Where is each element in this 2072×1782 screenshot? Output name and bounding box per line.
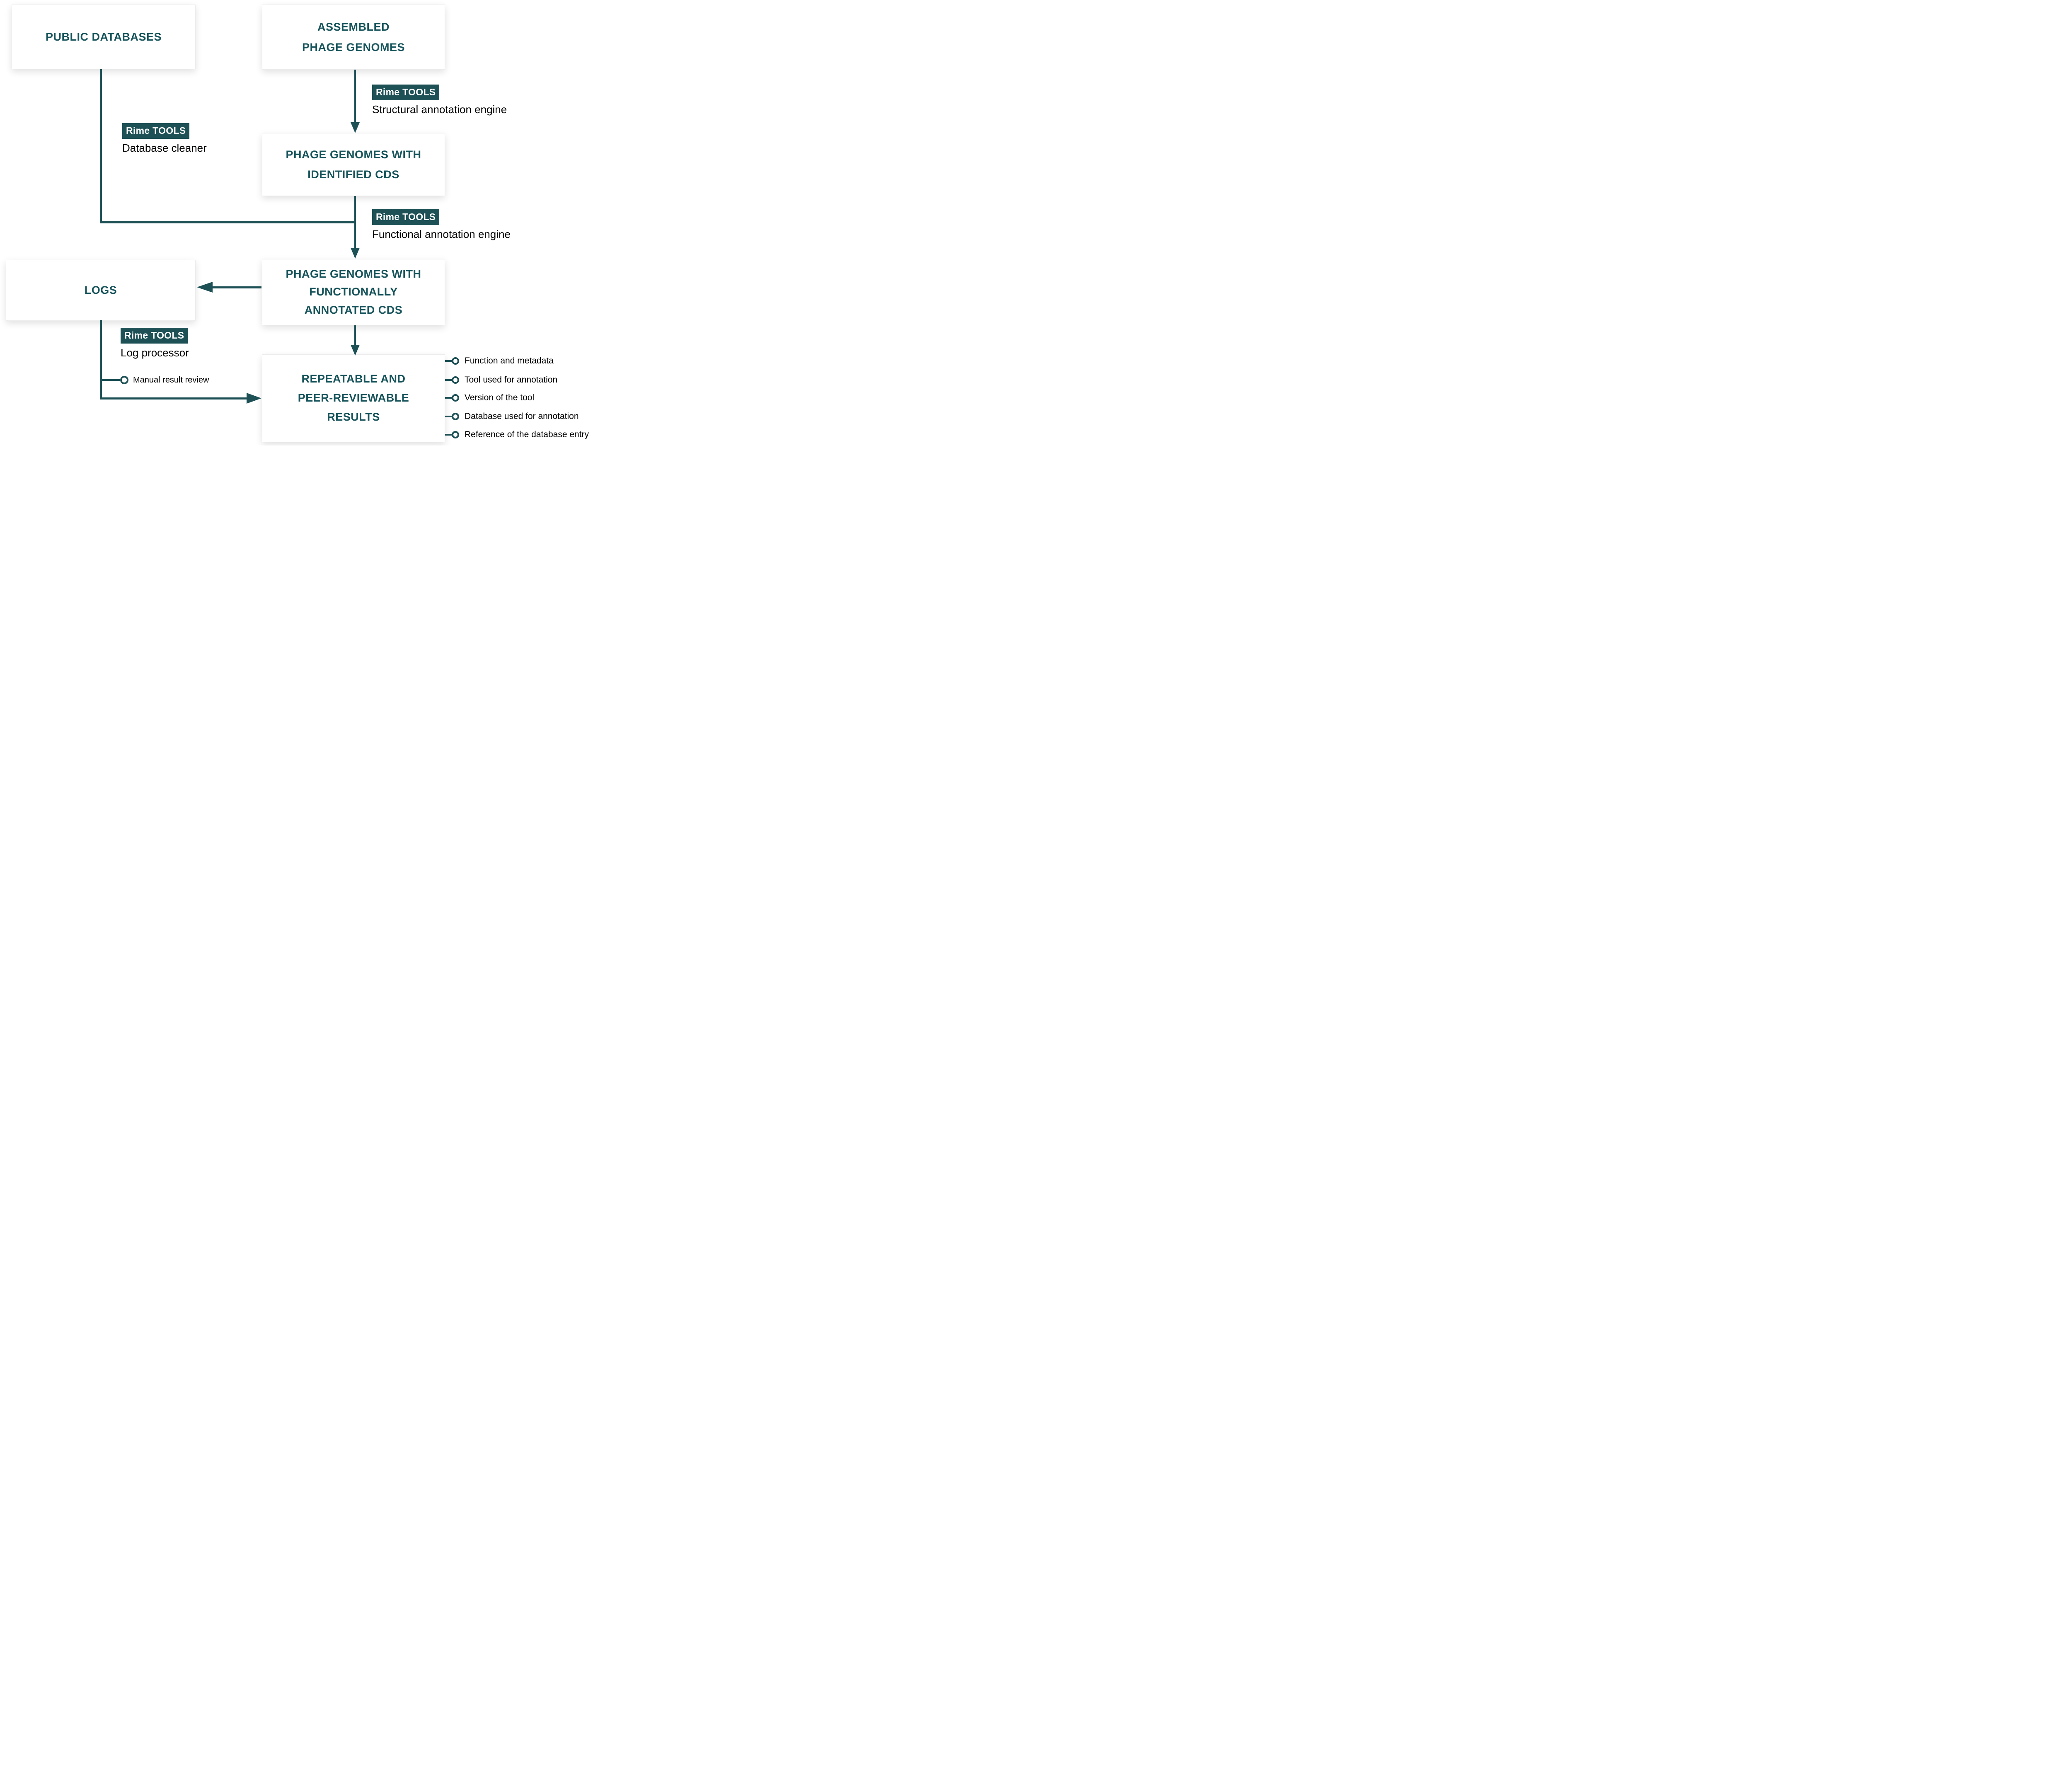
output-stub-line [445, 416, 452, 417]
box-public-databases-title: PUBLIC DATABASES [45, 30, 162, 43]
box-identified-title-line1: PHAGE GENOMES WITH [286, 148, 421, 161]
manual-result-review-row: Manual result review [101, 375, 209, 385]
output-stub-line [445, 379, 452, 381]
arrowhead-into-results [351, 345, 360, 356]
connector-functional-to-logs [213, 286, 261, 288]
connector-public-horizontal [100, 221, 356, 223]
connector-identified-to-functional [354, 196, 356, 248]
output-stub-line [445, 397, 452, 399]
arrowhead-into-results-left [247, 393, 261, 404]
box-assembled-phage-genomes: ASSEMBLED PHAGE GENOMES [262, 5, 445, 70]
connector-logs-down [100, 320, 102, 399]
output-label: Reference of the database entry [465, 430, 589, 439]
box-functional-title-line2: FUNCTIONALLY [309, 286, 398, 298]
manual-review-circle-icon [120, 376, 128, 384]
manual-review-label: Manual result review [133, 375, 209, 385]
box-repeatable-results: REPEATABLE AND PEER-REVIEWABLE RESULTS [262, 354, 445, 442]
manual-review-stub-line [101, 379, 120, 381]
arrowhead-into-logs [197, 282, 213, 293]
box-results-title-line3: RESULTS [327, 410, 380, 423]
label-log-processor: Log processor [121, 346, 189, 359]
badge-rime-tools-log: Rime TOOLS [121, 328, 188, 344]
box-identified-cds: PHAGE GENOMES WITH IDENTIFIED CDS [262, 133, 445, 196]
connector-assembled-to-identified [354, 70, 356, 123]
box-public-databases: PUBLIC DATABASES [12, 5, 196, 69]
connector-logs-horizontal [100, 397, 247, 399]
output-circle-icon [452, 376, 459, 384]
output-label: Database used for annotation [465, 412, 579, 421]
box-logs-title: LOGS [84, 284, 117, 297]
output-row-function-metadata: Function and metadata [445, 356, 554, 366]
output-stub-line [445, 360, 452, 362]
output-circle-icon [452, 357, 459, 365]
box-assembled-title-line1: ASSEMBLED [317, 21, 390, 34]
output-stub-line [445, 434, 452, 436]
box-identified-title-line2: IDENTIFIED CDS [307, 168, 399, 181]
box-functional-title-line3: ANNOTATED CDS [304, 303, 403, 316]
output-circle-icon [452, 413, 459, 420]
output-label: Version of the tool [465, 393, 535, 402]
output-row-database-used: Database used for annotation [445, 411, 579, 422]
output-label: Function and metadata [465, 356, 554, 366]
box-results-title-line1: REPEATABLE AND [301, 373, 406, 385]
flowchart-canvas: PUBLIC DATABASES ASSEMBLED PHAGE GENOMES… [0, 0, 605, 446]
output-circle-icon [452, 394, 459, 402]
arrowhead-into-identified [351, 122, 360, 133]
output-circle-icon [452, 431, 459, 438]
label-database-cleaner: Database cleaner [122, 142, 207, 154]
label-structural-annotation-engine: Structural annotation engine [372, 103, 507, 116]
badge-rime-tools-cleaner: Rime TOOLS [122, 123, 190, 139]
label-functional-annotation-engine: Functional annotation engine [372, 228, 511, 240]
badge-rime-tools-structural: Rime TOOLS [372, 85, 440, 100]
output-row-tool-version: Version of the tool [445, 392, 534, 403]
connector-functional-to-results [354, 325, 356, 345]
arrowhead-into-functional [351, 248, 360, 259]
box-assembled-title-line2: PHAGE GENOMES [302, 41, 405, 53]
connector-public-down [100, 69, 102, 223]
output-label: Tool used for annotation [465, 375, 558, 385]
output-row-database-reference: Reference of the database entry [445, 429, 589, 440]
box-functional-title-line1: PHAGE GENOMES WITH [286, 268, 421, 281]
box-results-title-line2: PEER-REVIEWABLE [298, 392, 409, 404]
box-functionally-annotated-cds: PHAGE GENOMES WITH FUNCTIONALLY ANNOTATE… [262, 259, 445, 325]
box-logs: LOGS [6, 260, 196, 321]
badge-rime-tools-functional: Rime TOOLS [372, 209, 440, 225]
output-row-tool-used: Tool used for annotation [445, 375, 557, 385]
